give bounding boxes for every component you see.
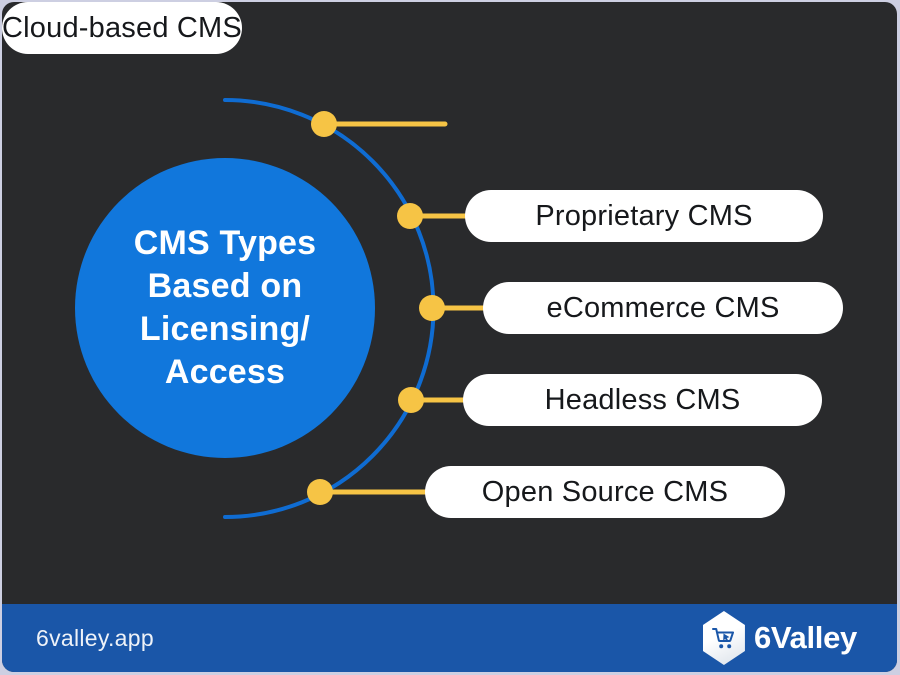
node-dot — [311, 111, 337, 137]
pill-headless-cms: Headless CMS — [463, 374, 822, 426]
pill-label: Proprietary CMS — [535, 199, 753, 232]
pill-label: eCommerce CMS — [546, 291, 780, 324]
site-url: 6valley.app — [36, 624, 154, 651]
central-topic-bubble: CMS Types Based on Licensing/ Access — [75, 158, 375, 458]
diagram-area: CMS Types Based on Licensing/ Access Pro… — [2, 2, 897, 604]
brand-hexagon — [702, 611, 745, 665]
pill-cloud-based-cms: Cloud-based CMS — [2, 2, 242, 54]
pill-open-source-cms: Open Source CMS — [425, 466, 785, 518]
node-dot — [397, 203, 423, 229]
node-dot — [419, 295, 445, 321]
central-topic-title: CMS Types Based on Licensing/ Access — [133, 223, 317, 392]
node-dot — [307, 479, 333, 505]
pill-label: Headless CMS — [544, 383, 741, 416]
shopping-cart-icon — [711, 628, 734, 649]
pill-label: Cloud-based CMS — [2, 11, 242, 44]
pill-label: Open Source CMS — [481, 475, 729, 508]
brand-logo: 6Valley — [702, 611, 857, 665]
node-dot — [398, 387, 424, 413]
pill-ecommerce-cms: eCommerce CMS — [483, 282, 843, 334]
pill-proprietary-cms: Proprietary CMS — [465, 190, 823, 242]
footer-bar: 6valley.app 6Valley — [2, 604, 897, 672]
brand-name: 6Valley — [753, 620, 857, 655]
